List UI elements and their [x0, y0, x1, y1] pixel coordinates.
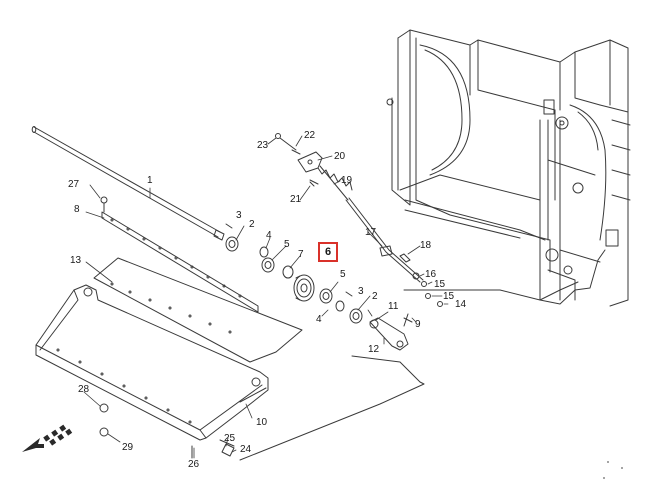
callout-25: 25	[224, 433, 236, 444]
nut-14	[437, 301, 443, 307]
shield-tray	[35, 284, 269, 441]
bolt-21	[309, 179, 319, 187]
callout-10: 10	[256, 417, 268, 428]
washer-22	[291, 149, 301, 155]
callout-8: 8	[74, 204, 80, 215]
nut-29	[99, 427, 109, 437]
callout-7: 7	[298, 249, 304, 260]
callout-29: 29	[122, 442, 134, 453]
tension-rod	[345, 197, 424, 283]
bolt-23-shank	[279, 137, 297, 151]
tension-spring	[317, 165, 353, 201]
snap-ring-right	[335, 300, 345, 312]
bolt-27	[100, 196, 108, 204]
callout-21: 21	[290, 194, 302, 205]
callout-9: 9	[415, 319, 421, 330]
callout-26: 26	[188, 459, 200, 470]
callout-14: 14	[455, 299, 467, 310]
callout-18: 18	[420, 240, 432, 251]
page-marks	[603, 461, 623, 479]
callout-24: 24	[240, 444, 252, 455]
nut-16	[412, 272, 420, 280]
cover-plate	[93, 257, 303, 363]
callout-4b: 4	[316, 314, 322, 325]
pin-3b	[345, 291, 353, 297]
callout-5b: 5	[340, 269, 346, 280]
snap-ring-left	[259, 246, 269, 258]
washer-15b	[425, 293, 431, 299]
callout-23: 23	[257, 140, 269, 151]
callout-5a: 5	[284, 239, 290, 250]
spacer-7	[282, 265, 294, 279]
leader-lines	[83, 135, 449, 459]
callout-28: 28	[78, 384, 90, 395]
callout-4a: 4	[266, 230, 272, 241]
callout-20: 20	[334, 151, 346, 162]
callout-3b: 3	[358, 286, 364, 297]
pin-9	[403, 313, 413, 327]
callout-15a: 15	[434, 279, 446, 290]
support-strip	[101, 211, 259, 313]
bracket-20	[297, 151, 323, 173]
callout-16: 16	[425, 269, 437, 280]
pulley-6	[293, 274, 315, 302]
callout-2a: 2	[249, 219, 255, 230]
callout-27: 27	[68, 179, 80, 190]
bearing-5b	[319, 288, 333, 304]
callout-11: 11	[388, 301, 399, 312]
washer-15a	[421, 281, 427, 287]
callout-19: 19	[341, 175, 353, 186]
callout-12: 12	[368, 344, 380, 355]
callout-3a: 3	[236, 210, 242, 221]
clip-24-25	[221, 443, 235, 457]
pin-3a	[225, 223, 233, 229]
bearing-right	[349, 308, 363, 324]
idler-lever	[369, 317, 409, 351]
pin-18	[399, 253, 411, 263]
bearing-left	[225, 236, 239, 252]
callout-22: 22	[304, 130, 316, 141]
washer-28	[99, 403, 109, 413]
drive-shaft	[31, 126, 225, 241]
callout-13: 13	[70, 255, 82, 266]
nut-23	[275, 133, 281, 139]
forward-arrow-icon	[22, 424, 73, 452]
callout-17: 17	[365, 227, 377, 238]
highlighted-callout-6[interactable]: 6	[318, 242, 338, 262]
callout-2b: 2	[372, 291, 378, 302]
assembly-boundary	[239, 281, 579, 461]
baler-frame	[386, 29, 631, 307]
callout-1: 1	[147, 175, 153, 186]
bearing-5a	[261, 257, 275, 273]
callout-15b: 15	[443, 291, 455, 302]
